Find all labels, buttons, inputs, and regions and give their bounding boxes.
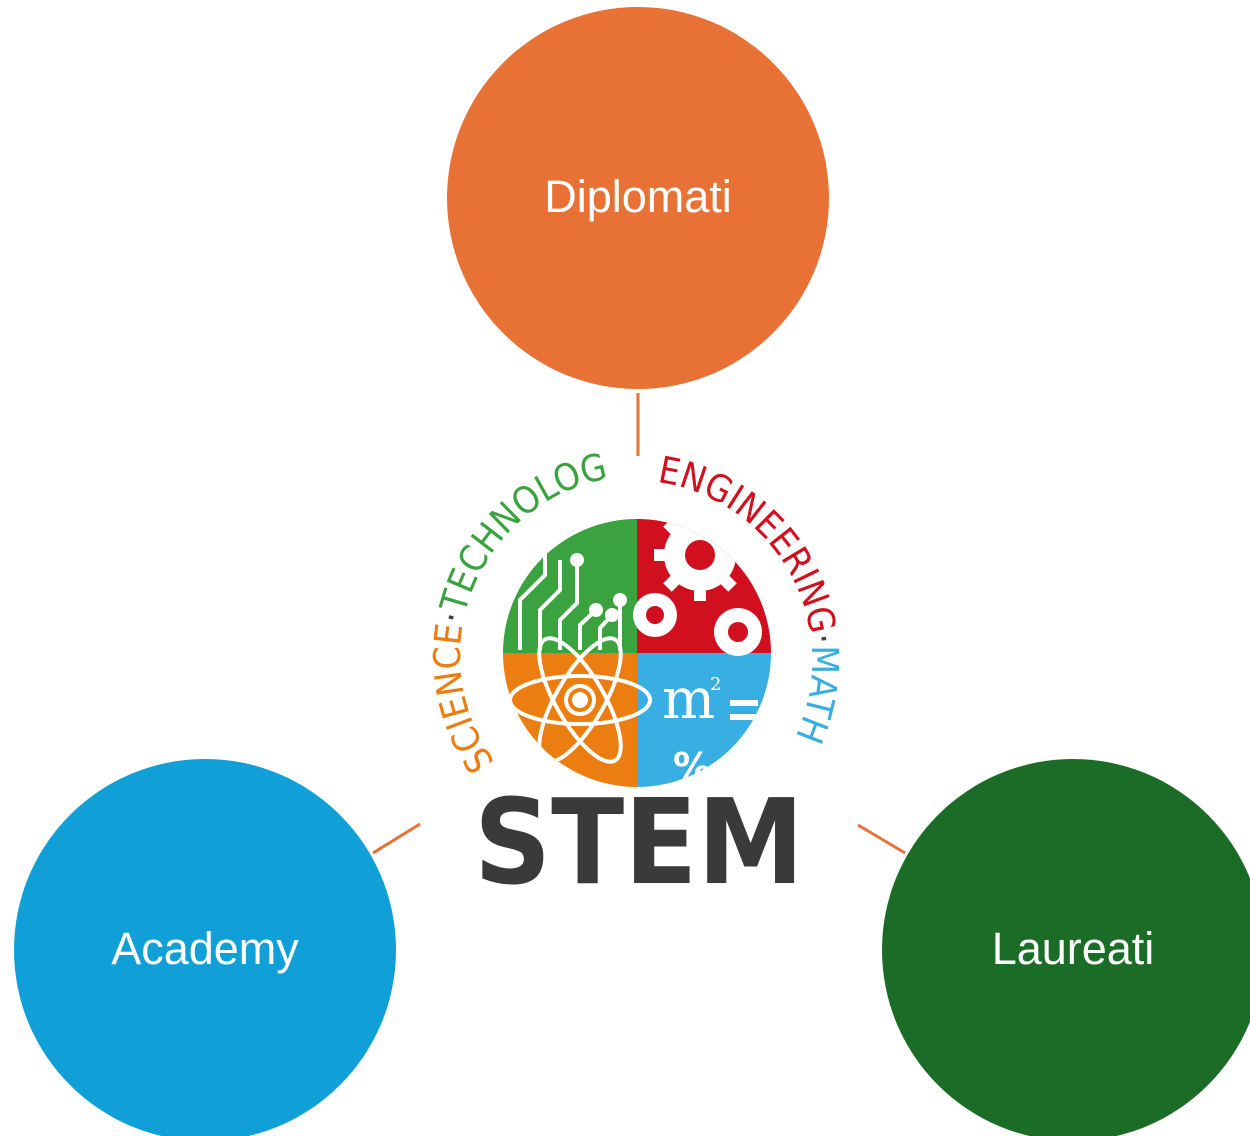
node-laureati[interactable]: Laureati: [882, 759, 1250, 1136]
connector-left: [372, 822, 421, 855]
connector-right: [857, 823, 906, 855]
logo-disc: m 2 %: [503, 519, 771, 787]
node-academy-circle: [14, 759, 396, 1136]
node-diplomati-circle: [447, 7, 829, 389]
node-laureati-circle: [882, 759, 1250, 1136]
node-diplomati-label: Diplomati: [544, 171, 732, 222]
ring-word-science: SCIENCE: [426, 621, 502, 780]
node-academy-label: Academy: [111, 923, 299, 974]
node-diplomati[interactable]: Diplomati: [447, 7, 829, 389]
node-laureati-label: Laureati: [992, 923, 1155, 974]
node-academy[interactable]: Academy: [14, 759, 396, 1136]
quadrant-technology: [503, 519, 637, 653]
svg-text:2: 2: [710, 674, 721, 695]
logo-wordmark: STEM: [474, 773, 804, 911]
ring-word-math: MATH: [787, 645, 846, 749]
svg-text:m: m: [662, 667, 715, 732]
